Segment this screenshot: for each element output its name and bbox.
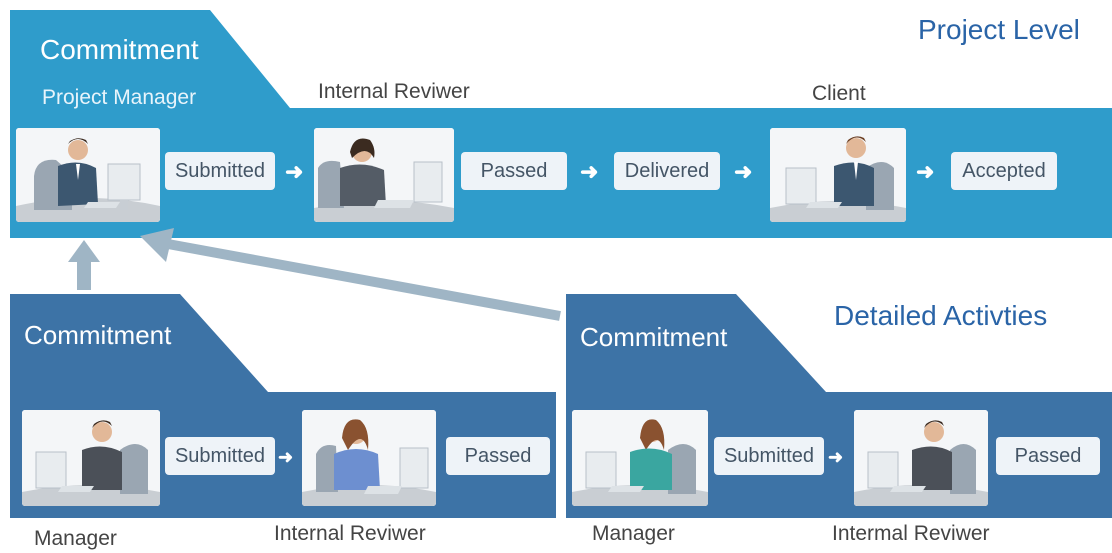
project-commitment-title: Commitment — [40, 34, 199, 65]
role-project-manager: Project Manager — [42, 86, 197, 109]
role-internal-reviewer: Internal Reviwer — [318, 80, 470, 103]
role-client: Client — [812, 82, 866, 105]
project-level-heading: Project Level — [918, 14, 1080, 45]
person-at-computer-icon — [22, 410, 160, 506]
step-submitted: Submitted — [165, 152, 275, 190]
detail-right-step-passed: Passed — [996, 437, 1100, 475]
arrow-right-icon: ➜ — [285, 159, 304, 184]
detail-left-manager-card — [22, 410, 160, 506]
step-passed: Passed — [461, 152, 567, 190]
detail-left-role-reviewer: Internal Reviwer — [274, 522, 426, 545]
client-card — [770, 128, 906, 222]
arrow-right-icon: ➜ — [278, 447, 294, 467]
step-delivered: Delivered — [614, 152, 720, 190]
arrow-right-icon: ➜ — [916, 159, 935, 184]
detail-right-step-submitted: Submitted — [714, 437, 824, 475]
arrow-right-icon: ➜ — [828, 447, 844, 467]
detailed-activities-heading: Detailed Activties — [834, 300, 1048, 331]
arrow-right-icon: ➜ — [580, 159, 599, 184]
arrow-up-icon — [68, 240, 100, 290]
project-manager-card — [16, 128, 160, 222]
arrow-right-icon: ➜ — [734, 159, 753, 184]
person-at-computer-icon — [16, 128, 160, 222]
detail-right-role-reviewer: Intermal Reviwer — [832, 522, 990, 545]
detail-left-role-manager: Manager — [34, 527, 117, 550]
person-at-computer-icon — [302, 410, 436, 506]
person-at-computer-icon — [314, 128, 454, 222]
internal-reviewer-card — [314, 128, 454, 222]
arrow-diagonal-icon — [140, 228, 561, 321]
detail-left-commitment-title: Commitment — [24, 320, 172, 350]
person-at-computer-icon — [854, 410, 988, 506]
detail-left-step-passed: Passed — [446, 437, 550, 475]
detail-left-reviewer-card — [302, 410, 436, 506]
detail-right-commitment-title: Commitment — [580, 322, 728, 352]
detail-left-step-submitted: Submitted — [165, 437, 275, 475]
detail-right-reviewer-card — [854, 410, 988, 506]
step-accepted: Accepted — [951, 152, 1057, 190]
person-at-computer-icon — [572, 410, 708, 506]
detail-right-role-manager: Manager — [592, 522, 675, 545]
person-at-computer-icon — [770, 128, 906, 222]
detail-right-manager-card — [572, 410, 708, 506]
